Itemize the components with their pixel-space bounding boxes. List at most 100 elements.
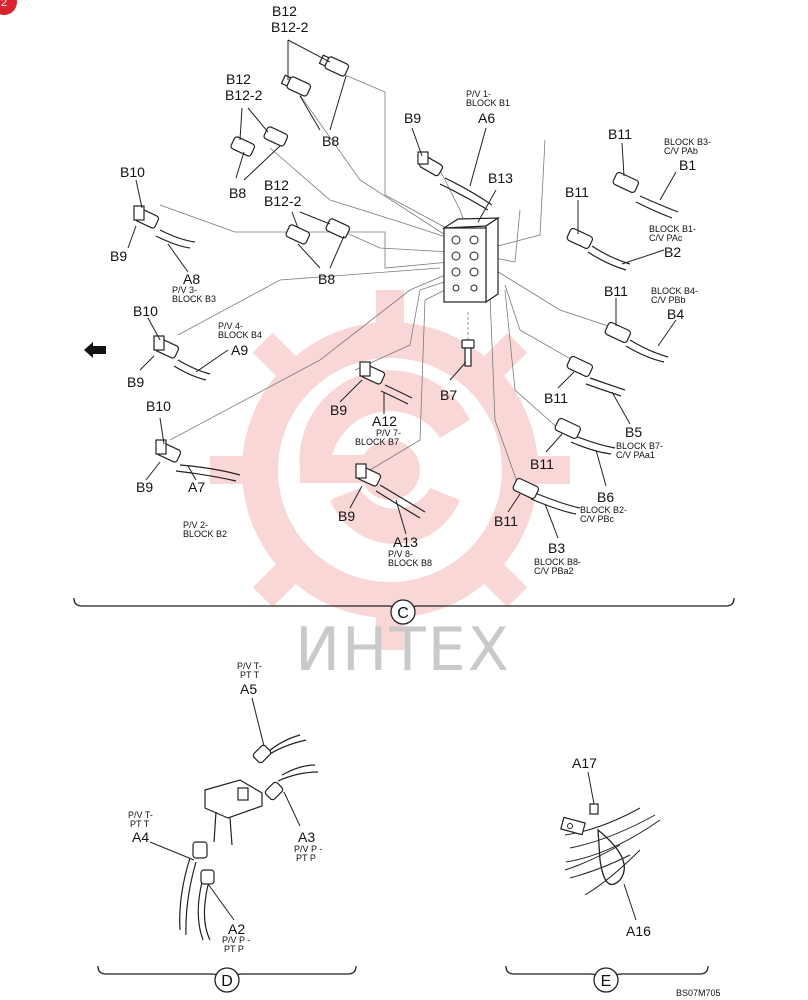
view-d-assembly	[179, 734, 319, 941]
desc-pv1-2: BLOCK B1	[466, 98, 510, 108]
label-b9-a13: B9	[338, 508, 355, 524]
view-marker-e: E	[601, 973, 612, 990]
view-marker-e-circle	[593, 967, 619, 993]
label-b11-b2: B11	[565, 184, 589, 200]
desc-b1cv-1: BLOCK B1-	[649, 224, 696, 234]
label-b9-a7: B9	[136, 479, 153, 495]
desc-pvp3-2: PT P	[296, 853, 316, 863]
desc-b1cv-2: C/V PAc	[649, 233, 683, 243]
label-b10-a9: B10	[133, 303, 158, 319]
corner-badge-text: 2	[1, 0, 7, 9]
fitting-b12-mid-2	[230, 136, 256, 157]
label-b8-top: B8	[322, 133, 339, 149]
label-b12-2-low: B12-2	[264, 193, 302, 209]
desc-b7cv-2: C/V PAa1	[616, 450, 655, 460]
fitting-a13	[355, 463, 382, 487]
fitting-b1	[612, 171, 640, 194]
desc-pvt4-2: PT T	[130, 819, 150, 829]
label-b1: B1	[679, 157, 696, 173]
desc-pv1-1: P/V 1-	[466, 89, 491, 99]
label-b11-b1: B11	[608, 126, 632, 142]
label-a17: A17	[572, 755, 597, 771]
fitting-b12-top-2	[280, 74, 312, 97]
desc-pv8-1: P/V 8-	[388, 549, 413, 559]
desc-pv2-2: BLOCK B2	[183, 529, 227, 539]
fitting-b2	[566, 227, 594, 250]
label-b5: B5	[625, 424, 642, 440]
label-b9-a9: B9	[127, 374, 144, 390]
label-a9: A9	[231, 342, 248, 358]
label-a16: A16	[626, 923, 651, 939]
label-b10-a8: B10	[120, 164, 145, 180]
desc-pvt5-2: PT T	[240, 670, 260, 680]
fitting-b3	[512, 477, 540, 500]
desc-pvp3-1: P/V P -	[294, 844, 322, 854]
label-b12-low: B12	[264, 177, 289, 193]
view-marker-d-circle	[214, 967, 240, 993]
fitting-a8	[133, 205, 160, 229]
label-b8-mid: B8	[229, 185, 246, 201]
desc-pv4-1: P/V 4-	[218, 321, 243, 331]
label-b13: B13	[488, 170, 513, 186]
view-e-leaders	[587, 771, 637, 921]
label-b2: B2	[664, 244, 681, 260]
desc-pvt5-1: P/V T-	[237, 661, 262, 671]
fitting-a9	[153, 335, 180, 359]
label-b11-b6: B11	[530, 456, 554, 472]
desc-pv2-1: P/V 2-	[183, 520, 208, 530]
label-b11-b5: B11	[544, 390, 568, 406]
label-a13: A13	[393, 534, 418, 550]
fittings	[133, 54, 640, 500]
label-b6: B6	[597, 489, 614, 505]
part-labels: B12 B12-2 B12 B12-2 B8 B8 B12 B12-2 B8 B…	[110, 3, 696, 939]
label-a12: A12	[372, 413, 397, 429]
view-marker-c: C	[397, 605, 409, 622]
bolt-b7-icon	[461, 339, 475, 367]
desc-b3cv-1: BLOCK B3-	[664, 137, 711, 147]
desc-b3cv-2: C/V PAb	[664, 146, 698, 156]
desc-b4cv-2: C/V PBb	[651, 295, 686, 305]
label-b9-a12: B9	[330, 402, 347, 418]
forward-arrow-icon	[84, 342, 106, 358]
drawing-code: BS07M705	[676, 988, 721, 998]
desc-pvt4-1: P/V T-	[128, 810, 153, 820]
port-descriptions: P/V 1- BLOCK B1 BLOCK B3- C/V PAb BLOCK …	[128, 89, 711, 954]
label-b11-b4: B11	[604, 283, 628, 299]
fitting-b12-mid-1	[263, 126, 289, 147]
label-b7: B7	[440, 387, 457, 403]
view-e-clamp-bundle	[560, 803, 661, 896]
corner-badge: 2	[0, 0, 17, 15]
desc-b2cv-2: C/V PBc	[580, 514, 615, 524]
desc-pv8-2: BLOCK B8	[388, 558, 432, 568]
leader-lines	[127, 39, 677, 539]
desc-pvp2-2: PT P	[224, 944, 244, 954]
watermark-text: ИНТЕХ	[295, 615, 511, 685]
manifold-block-b13	[441, 216, 501, 304]
fitting-a6	[417, 151, 444, 177]
fitting-b6	[554, 417, 582, 440]
fitting-b12-low-2	[285, 224, 311, 245]
label-a8: A8	[183, 271, 200, 287]
desc-pv7-2: BLOCK B7	[355, 437, 399, 447]
label-b3: B3	[548, 540, 565, 556]
label-b10-a7: B10	[146, 398, 171, 414]
fitting-b12-top-1	[318, 54, 350, 77]
label-a7: A7	[188, 479, 205, 495]
desc-pv7-1: P/V 7-	[376, 428, 401, 438]
desc-b7cv-1: BLOCK B7-	[616, 441, 663, 451]
desc-b2cv-1: BLOCK B2-	[580, 505, 627, 515]
desc-pv3-1: P/V 3-	[172, 285, 197, 295]
label-b11-b3: B11	[494, 513, 518, 529]
label-b8-low: B8	[318, 271, 335, 287]
fitting-b12-low-1	[325, 218, 351, 239]
label-a3: A3	[298, 829, 315, 845]
desc-b8cv-1: BLOCK B8-	[534, 557, 581, 567]
desc-pv4-2: BLOCK B4	[218, 330, 262, 340]
view-brackets	[73, 597, 735, 993]
label-b12-2-top: B12-2	[271, 19, 309, 35]
desc-b8cv-2: C/V PBa2	[534, 566, 574, 576]
label-b12-mid: B12	[226, 71, 251, 87]
label-a5: A5	[240, 681, 257, 697]
label-a6: A6	[478, 110, 495, 126]
